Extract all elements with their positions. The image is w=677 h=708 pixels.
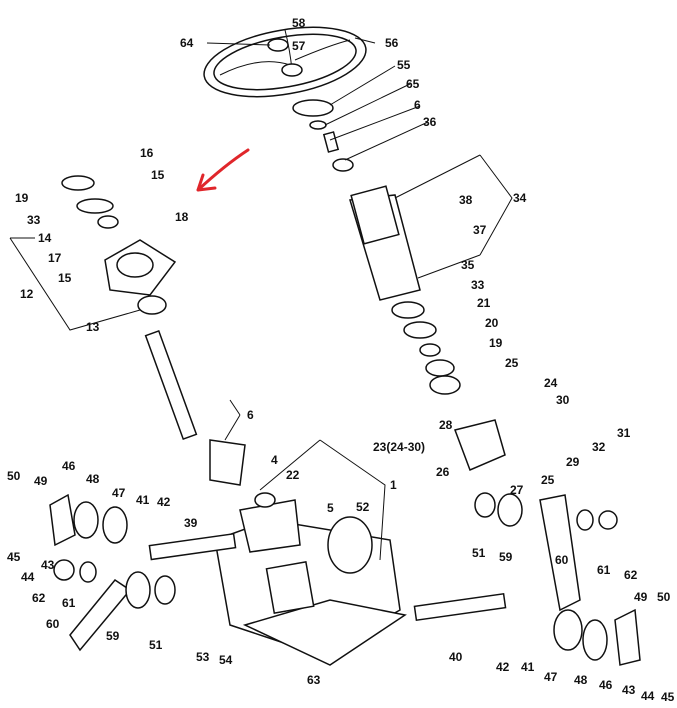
callout-labels: 58 57 64 56 55 65 6 36 34 38 37 35 33 21… [7,16,675,704]
callout-38: 38 [459,193,473,207]
callout-35: 35 [461,258,475,272]
callout-49b: 49 [634,590,648,604]
callout-59: 59 [106,629,120,643]
callout-43: 43 [41,558,55,572]
callout-23: 23(24-30) [373,440,425,454]
callout-59b: 59 [499,550,513,564]
callout-15b: 15 [58,271,72,285]
callout-42b: 42 [496,660,510,674]
callout-60: 60 [46,617,60,631]
callout-37: 37 [473,223,487,237]
callout-48: 48 [86,472,100,486]
callout-61: 61 [62,596,76,610]
callout-30: 30 [556,393,570,407]
callout-13: 13 [86,320,100,334]
callout-43b: 43 [622,683,636,697]
callout-20: 20 [485,316,499,330]
gear-box [148,492,507,666]
callout-45: 45 [7,550,21,564]
callout-54: 54 [219,653,233,667]
callout-14: 14 [38,231,52,245]
callout-46: 46 [62,459,76,473]
steering-column [292,99,506,471]
callout-6: 6 [414,98,421,112]
callout-25b: 25 [541,473,555,487]
callout-53: 53 [196,650,210,664]
callout-64: 64 [180,36,194,50]
callout-56: 56 [385,36,399,50]
callout-47: 47 [112,486,126,500]
callout-51b: 51 [472,546,486,560]
callout-29: 29 [566,455,580,469]
callout-18: 18 [175,210,189,224]
callout-60b: 60 [555,553,569,567]
callout-58: 58 [292,16,306,30]
callout-33b: 33 [27,213,41,227]
callout-19b: 19 [15,191,29,205]
callout-57: 57 [292,39,306,53]
callout-51: 51 [149,638,163,652]
callout-41: 41 [136,493,150,507]
callout-48b: 48 [574,673,588,687]
callout-44: 44 [21,570,35,584]
callout-25: 25 [505,356,519,370]
callout-39: 39 [184,516,198,530]
callout-40: 40 [449,650,463,664]
leader-lines [9,37,513,561]
callout-61b: 61 [597,563,611,577]
callout-47b: 47 [544,670,558,684]
callout-46b: 46 [599,678,613,692]
callout-1: 1 [390,478,397,492]
callout-65: 65 [406,77,420,91]
callout-5: 5 [327,501,334,515]
callout-52: 52 [356,500,370,514]
callout-33: 33 [471,278,485,292]
callout-62b: 62 [624,568,638,582]
callout-24: 24 [544,376,558,390]
callout-28: 28 [439,418,453,432]
callout-34: 34 [513,191,527,205]
callout-50b: 50 [657,590,671,604]
callout-16: 16 [140,146,154,160]
callout-55: 55 [397,58,411,72]
pitman-arms-and-seals [49,492,641,666]
callout-21: 21 [477,296,491,310]
upper-housing [61,175,246,486]
callout-15: 15 [151,168,165,182]
callout-50: 50 [7,469,21,483]
callout-6b: 6 [247,408,254,422]
callout-12: 12 [20,287,34,301]
callout-45b: 45 [661,690,675,704]
callout-63: 63 [307,673,321,687]
callout-17: 17 [48,251,62,265]
callout-42: 42 [157,495,171,509]
callout-32: 32 [592,440,606,454]
callout-44b: 44 [641,689,655,703]
callout-4: 4 [271,453,278,467]
steering-wheel [203,26,367,98]
callout-19: 19 [489,336,503,350]
callout-26: 26 [436,465,450,479]
callout-36: 36 [423,115,437,129]
callout-49: 49 [34,474,48,488]
callout-27: 27 [510,483,524,497]
callout-22: 22 [286,468,300,482]
callout-41b: 41 [521,660,535,674]
callout-31: 31 [617,426,631,440]
annotation-arrow [196,148,250,192]
callout-62: 62 [32,591,46,605]
